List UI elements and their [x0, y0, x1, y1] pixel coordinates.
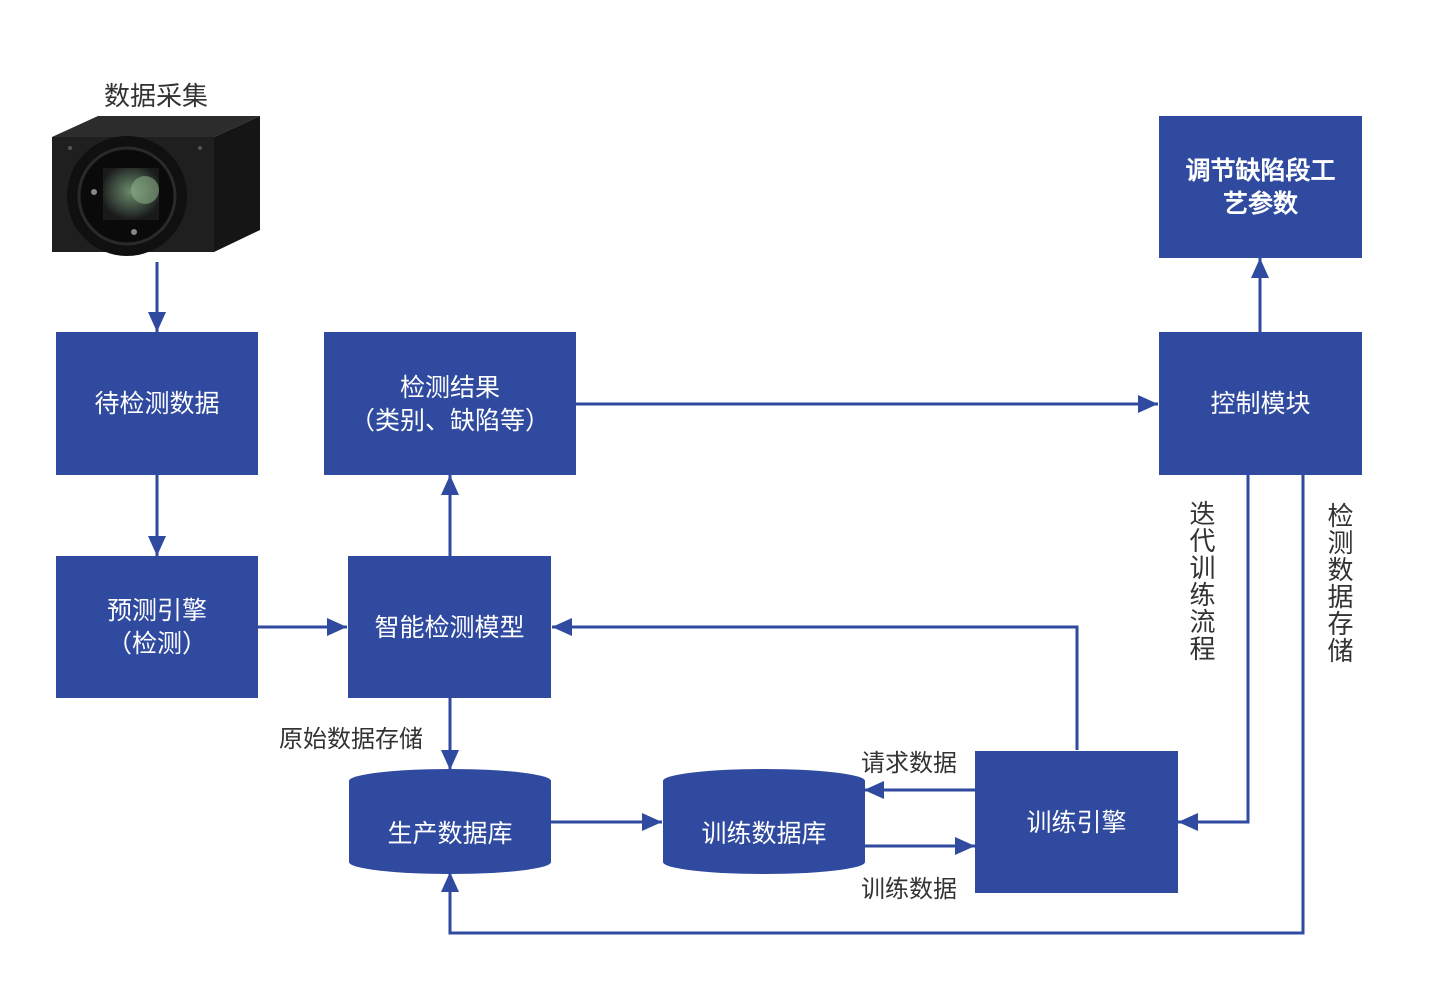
camera-title: 数据采集 — [104, 82, 209, 112]
edge-label-train-data: 训练数据 — [861, 875, 957, 903]
edge-label-raw-storage: 原始数据存储 — [279, 725, 423, 753]
node-smart-model-label: 智能检测模型 — [374, 612, 525, 642]
node-control-module: 控制模块 — [1159, 332, 1362, 475]
edge-label-detect-storage: 检测数据存储 — [1323, 502, 1353, 664]
node-control-module-label: 控制模块 — [1210, 389, 1311, 418]
camera-image — [52, 116, 260, 256]
node-training-db-label: 训练数据库 — [701, 819, 827, 848]
node-training-db: 训练数据库 — [663, 790, 865, 874]
training-db-shape — [663, 769, 865, 874]
node-smart-model: 智能检测模型 — [348, 556, 551, 698]
node-adjust-params-line2: 艺参数 — [1222, 189, 1298, 218]
edge-label-request-data: 请求数据 — [861, 749, 957, 777]
node-adjust-params-line1: 调节缺陷段工 — [1185, 156, 1336, 185]
node-predict-engine-line1: 预测引擎 — [106, 596, 207, 625]
edge-control-to-engine — [1178, 475, 1250, 831]
node-production-db: 生产数据库 — [349, 790, 551, 874]
edge-engine-to-model — [552, 618, 1079, 750]
edge-label-iterative-training: 迭代训练流程 — [1185, 500, 1215, 662]
node-predict-engine: 预测引擎 （检测） — [56, 556, 258, 698]
node-predict-engine-line2: （检测） — [106, 629, 207, 658]
node-training-engine: 训练引擎 — [975, 751, 1178, 893]
node-detect-result: 检测结果 （类别、缺陷等） — [324, 332, 576, 475]
node-pending-data: 待检测数据 — [56, 332, 258, 475]
node-detect-result-line2: （类别、缺陷等） — [349, 405, 550, 435]
node-adjust-params: 调节缺陷段工 艺参数 — [1159, 116, 1362, 258]
node-detect-result-line1: 检测结果 — [399, 372, 500, 402]
node-pending-data-label: 待检测数据 — [94, 389, 220, 418]
node-training-engine-label: 训练引擎 — [1026, 807, 1127, 837]
edge-control-to-proddb — [441, 475, 1305, 935]
production-db-shape — [349, 769, 551, 874]
node-production-db-label: 生产数据库 — [387, 819, 513, 848]
